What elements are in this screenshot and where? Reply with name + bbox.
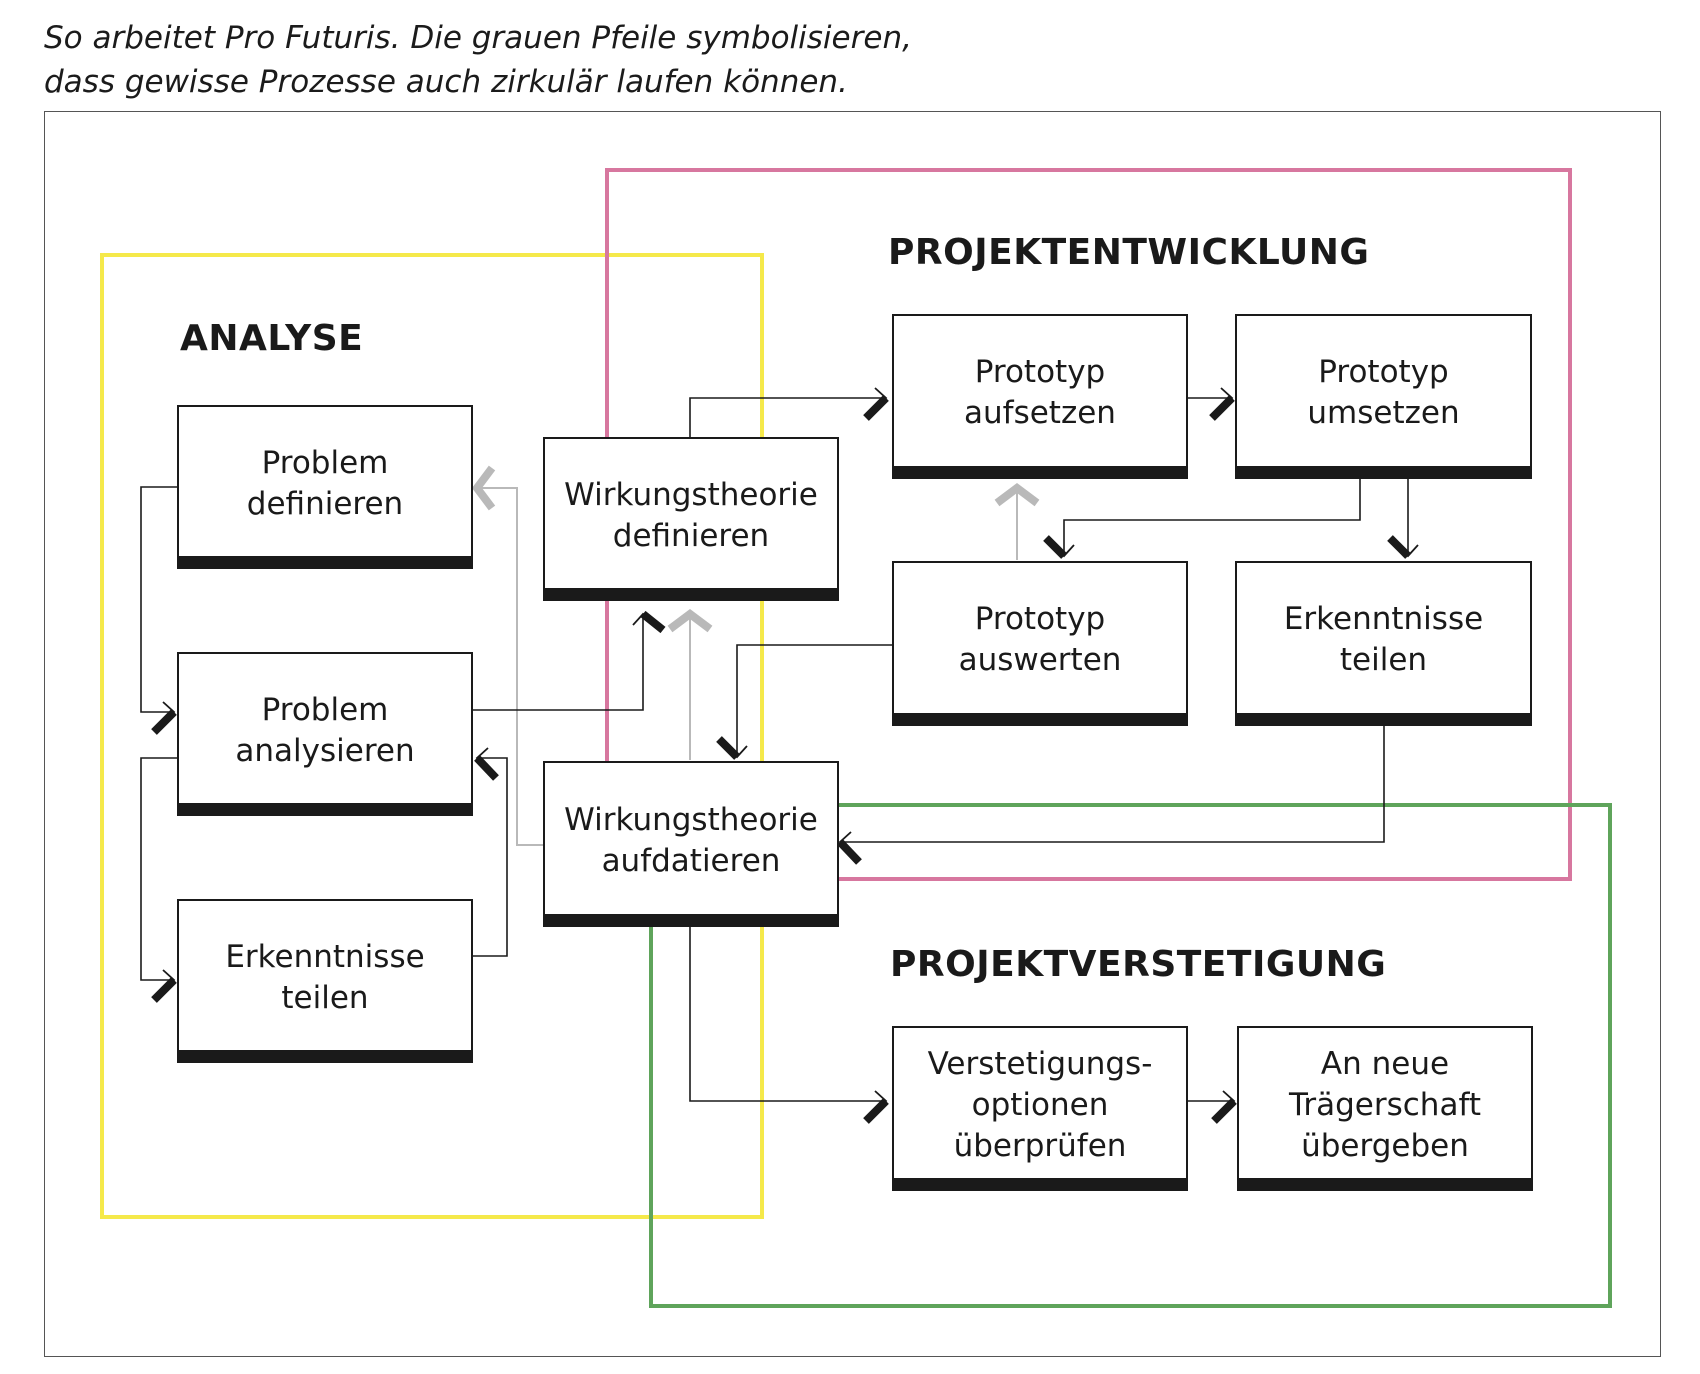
line-umsetzen-to-auswerten [1063, 479, 1361, 556]
heavy-mark-erkenntnisse [151, 977, 177, 1003]
black-arrow-heavy-marks [151, 395, 1411, 1124]
group-projektverstetigung-border [649, 803, 1612, 1308]
box-erkenntnisse-teilen-entwicklung: Erkenntnisse teilen [1235, 561, 1532, 726]
heavy-mark-erkenntnisse-entwicklung [1387, 535, 1411, 559]
box-verstetigungsoptionen: Verstetigungs- optionen überprüfen [892, 1026, 1188, 1191]
line-definieren-to-analysieren [140, 486, 177, 713]
caption: So arbeitet Pro Futuris. Die grauen Pfei… [44, 16, 1144, 104]
group-analyse-title: ANALYSE [180, 318, 364, 359]
box-problem-analysieren: Problem analysieren [177, 652, 473, 816]
box-prototyp-umsetzen-label: Prototyp umsetzen [1307, 354, 1460, 431]
group-projektentwicklung-title: PROJEKTENTWICKLUNG [888, 232, 1370, 273]
box-wirkungstheorie-aufdatieren-label: Wirkungstheorie aufdatieren [564, 801, 818, 879]
box-verstetigungsoptionen-label: Verstetigungs- optionen überprüfen [927, 1045, 1153, 1164]
box-problem-analysieren-label: Problem analysieren [235, 691, 415, 769]
box-prototyp-auswerten: Prototyp auswerten [892, 561, 1188, 726]
line-analysieren-to-wirkungstheorie [472, 614, 644, 711]
box-erkenntnisse-teilen-analyse-label: Erkenntnisse teilen [225, 938, 425, 1016]
line-analysieren-to-erkenntnisse [140, 757, 177, 981]
box-prototyp-aufsetzen-label: Prototyp aufsetzen [964, 354, 1116, 431]
heavy-mark-wirkungstheorie [640, 610, 666, 634]
heavy-mark-aufsetzen [863, 395, 889, 421]
heavy-mark-aufdatieren-top [716, 736, 740, 760]
grey-connectors [477, 487, 1018, 846]
box-prototyp-umsetzen: Prototyp umsetzen [1235, 314, 1532, 479]
grey-arrowhead-up-prototyp-aufsetzen [994, 483, 1040, 507]
grey-arrowhead-up-wirkungstheorie-definieren [667, 609, 713, 633]
line-wirkungstheorie-to-aufsetzen [689, 397, 886, 437]
box-erkenntnisse-teilen-analyse: Erkenntnisse teilen [177, 899, 473, 1063]
line-erkenntnisse-to-analysieren [472, 757, 508, 957]
box-wirkungstheorie-aufdatieren: Wirkungstheorie aufdatieren [543, 761, 839, 927]
box-wirkungstheorie-definieren: Wirkungstheorie definieren [543, 437, 839, 601]
line-aufdatieren-to-verstetigung [689, 927, 886, 1102]
heavy-mark-verstetigung [863, 1098, 889, 1124]
box-neue-traegerschaft-label: An neue Trägerschaft übergeben [1289, 1045, 1481, 1164]
group-projektverstetigung-title: PROJEKTVERSTETIGUNG [890, 944, 1387, 985]
box-problem-definieren: Problem definieren [177, 405, 473, 569]
box-neue-traegerschaft: An neue Trägerschaft übergeben [1237, 1026, 1533, 1191]
black-connectors [140, 397, 1409, 1102]
box-wirkungstheorie-definieren-label: Wirkungstheorie definieren [564, 476, 818, 554]
grey-line-aufdatieren-to-problem-definieren [477, 487, 543, 846]
heavy-mark-auswerten [1043, 535, 1067, 559]
heavy-mark-aufdatieren-right [837, 839, 862, 865]
grey-arrowhead-left-problem-definieren [472, 465, 496, 511]
caption-line-1: So arbeitet Pro Futuris. Die grauen Pfei… [44, 20, 912, 56]
diagram-frame [44, 111, 1661, 1357]
box-prototyp-aufsetzen: Prototyp aufsetzen [892, 314, 1188, 479]
box-erkenntnisse-teilen-entwicklung-label: Erkenntnisse teilen [1283, 601, 1484, 678]
box-problem-definieren-label: Problem definieren [246, 444, 404, 522]
caption-line-2: dass gewisse Prozesse auch zirkulär lauf… [44, 64, 848, 100]
heavy-mark-umsetzen [1209, 395, 1235, 421]
grey-arrowheads [472, 465, 1040, 633]
group-analyse-border [100, 253, 764, 1219]
heavy-mark-traegerschaft [1211, 1098, 1237, 1124]
heavy-mark-analysieren [151, 709, 177, 735]
line-erkenntnisse-to-aufdatieren [840, 726, 1385, 843]
box-prototyp-auswerten-label: Prototyp auswerten [958, 601, 1122, 678]
line-auswerten-to-aufdatieren [736, 644, 892, 757]
heavy-mark-analysieren-right [474, 755, 499, 781]
